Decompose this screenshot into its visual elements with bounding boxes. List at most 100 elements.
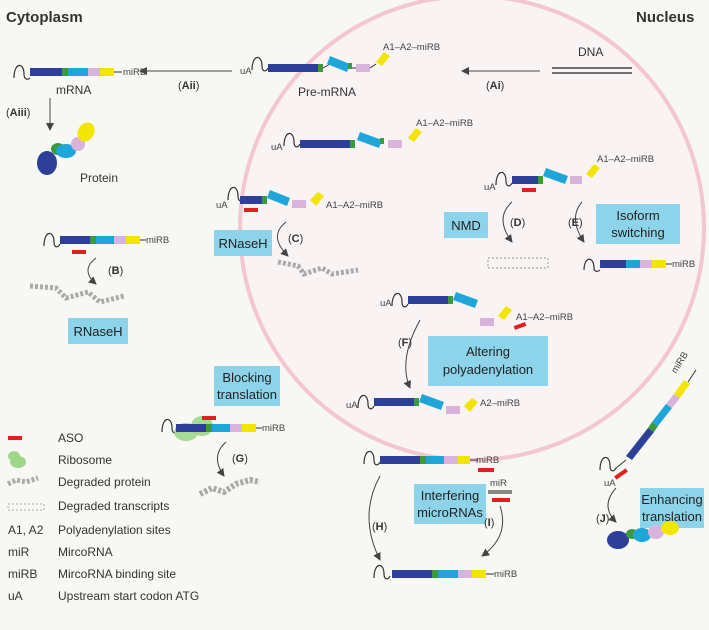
- rnaseh-b-label: RNaseH: [73, 324, 122, 339]
- protein-label: Protein: [80, 171, 118, 185]
- mir-label: miR: [490, 478, 507, 489]
- rnaseh-c-label: RNaseH: [218, 236, 267, 251]
- arrow-b: [87, 257, 97, 285]
- step-e: (E): [568, 217, 583, 229]
- interfering-box: [414, 484, 486, 524]
- aso-bar: [202, 416, 216, 420]
- ua-label-3: uA: [484, 182, 496, 193]
- mrna-isoform: [583, 258, 672, 272]
- ua-label-7: uA: [604, 478, 616, 489]
- interfering-label-1: Interfering: [421, 488, 480, 503]
- ua-label-1: uA: [240, 66, 252, 77]
- mirb-label-j: miRB: [669, 350, 691, 376]
- degraded-transcript-b: [29, 283, 125, 305]
- mirb-label-h: miRB: [476, 455, 499, 466]
- mrna-interfering-result: [373, 564, 494, 580]
- isoform-box: [596, 204, 680, 244]
- aso-bar: [614, 468, 628, 480]
- legend-ua: Upstream start codon ATG: [58, 589, 199, 603]
- mrna-label: mRNA: [56, 83, 91, 97]
- mirb-label-g: miRB: [262, 423, 285, 434]
- microrna-bar: [488, 490, 512, 494]
- arrow-c: [277, 221, 289, 257]
- a1a2-label-5: A1–A2–miRB: [516, 312, 573, 323]
- degraded-transcript-c: [277, 259, 359, 277]
- a1a2-label-1: A1–A2–miRB: [383, 42, 440, 53]
- arrow-h: [368, 475, 381, 561]
- legend-a1a2-symbol: A1, A2: [8, 523, 44, 537]
- step-ai: (Ai): [486, 80, 504, 92]
- step-b: (B): [108, 265, 123, 277]
- altpoly-label-1: Altering: [466, 344, 510, 359]
- enhancing-label-2: translation: [642, 509, 702, 524]
- pre-mrna-poly-result: [357, 394, 478, 414]
- isoform-label-1: Isoform: [616, 208, 659, 223]
- pre-mrna-second: [283, 128, 422, 148]
- legend-degraded-transcripts: Degraded transcripts: [58, 499, 169, 513]
- blocking-box: [214, 366, 280, 406]
- step-aii: (Aii): [178, 80, 199, 92]
- step-d: (D): [510, 217, 525, 229]
- mrna-enhancing: [599, 369, 697, 480]
- rnaseh-c-box: [214, 230, 272, 256]
- nmd-box: [444, 212, 488, 238]
- legend-ribosome: Ribosome: [58, 453, 112, 467]
- legend-aso: ASO: [58, 431, 83, 445]
- aso-bar: [72, 250, 86, 254]
- mirb-label-b: miRB: [146, 235, 169, 246]
- ua-label-2: uA: [271, 142, 283, 153]
- arrow-f: [403, 319, 421, 389]
- aso-bar: [244, 208, 258, 212]
- arrow-e: [575, 201, 585, 243]
- nucleus-title: Nucleus: [636, 9, 694, 26]
- enhancing-label-1: Enhancing: [641, 492, 702, 507]
- legend-mir: MircoRNA: [58, 545, 113, 559]
- altpoly-label-2: polyadenylation: [443, 362, 533, 377]
- ua-label-4: uA: [216, 200, 228, 211]
- ua-label-5: uA: [380, 298, 392, 309]
- legend-degraded-protein: Degraded protein: [58, 475, 151, 489]
- arrow-g: [216, 441, 227, 477]
- legend-a1a2: Polyadenylation sites: [58, 523, 171, 537]
- legend-mir-symbol: miR: [8, 545, 30, 559]
- a1a2-label-2: A1–A2–miRB: [416, 118, 473, 129]
- isoform-label-2: switching: [611, 225, 664, 240]
- legend-mirb: MircoRNA binding site: [58, 567, 176, 581]
- mrna-blocking: [161, 416, 262, 441]
- mrna-rnaseh-b: [43, 232, 146, 254]
- degraded-protein-g: [198, 476, 261, 497]
- nmd-label: NMD: [451, 218, 481, 233]
- mirb-label-isoform: miRB: [672, 259, 695, 270]
- blocking-label-1: Blocking: [222, 370, 271, 385]
- step-i: (I): [484, 517, 494, 529]
- legend-degraded-protein-icon: [6, 475, 39, 487]
- dna-label: DNA: [578, 45, 603, 59]
- mrna-cytoplasm: [13, 64, 122, 80]
- step-g: (G): [232, 453, 248, 465]
- arrow-d: [502, 201, 513, 243]
- legend-degraded-transcripts-icon: [7, 503, 45, 511]
- dna-strand: [552, 67, 632, 74]
- legend-aso-icon: [8, 436, 22, 440]
- arrow-j: [607, 487, 617, 523]
- mirb-label-mrna: miRB: [123, 67, 146, 78]
- legend: ASO Ribosome Degraded protein Degraded t…: [6, 431, 199, 603]
- aso-bar: [522, 188, 536, 192]
- blocking-label-2: translation: [217, 387, 277, 402]
- protein: [37, 122, 95, 175]
- cytoplasm-title: Cytoplasm: [6, 9, 83, 26]
- legend-mirb-symbol: miRB: [8, 567, 37, 581]
- aso-bar: [492, 498, 510, 502]
- aso-bar: [478, 468, 494, 472]
- pre-mrna-poly: [391, 292, 527, 330]
- rnaseh-b-box: [68, 318, 128, 344]
- mrna-interfering: [363, 450, 494, 472]
- aso-bar: [513, 322, 527, 330]
- legend-ua-symbol: uA: [8, 589, 23, 603]
- protein-enhanced: [607, 521, 679, 549]
- arrow-i: [481, 505, 504, 557]
- a2-label: A2–miRB: [480, 398, 520, 409]
- a1a2-label-3: A1–A2–miRB: [597, 154, 654, 165]
